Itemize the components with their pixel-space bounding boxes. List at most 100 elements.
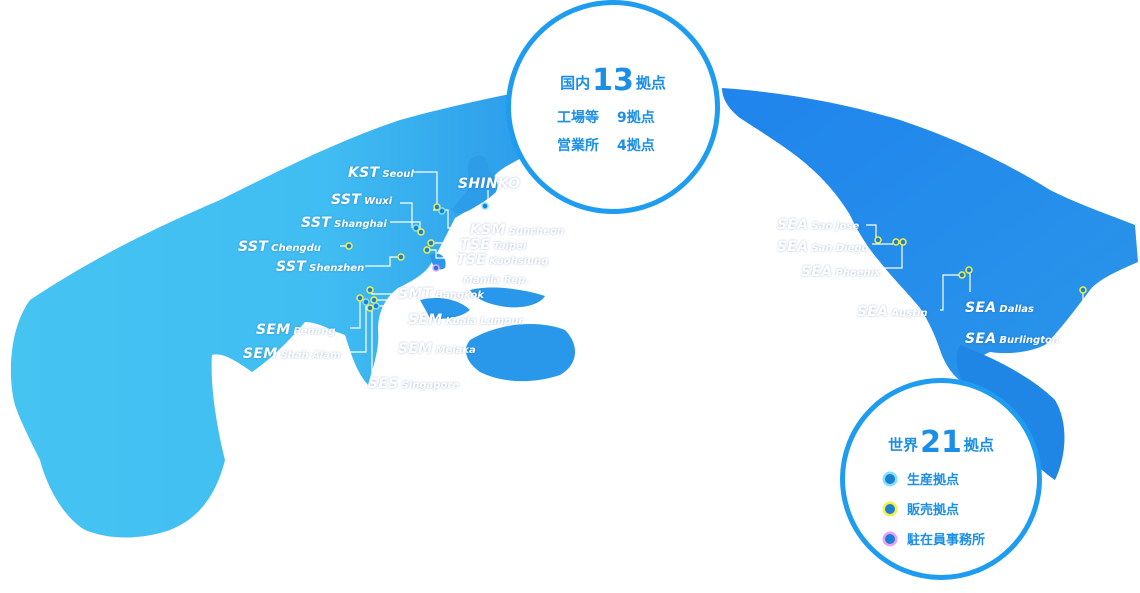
legend-office: 駐在員事務所 [885,529,985,548]
marker-shahalam [362,298,370,306]
legend-sales: 販売拠点 [885,499,959,518]
marker-austin [958,271,966,279]
marker-bangkok [366,286,374,294]
marker-sandiego [892,238,900,246]
site-city: Taipei [493,241,527,252]
site-code: SEA [777,217,809,233]
site-city: Kuala Lumpur [445,316,524,327]
eurasia-landmass [10,90,535,538]
marker-shenzhen [397,253,405,261]
row-label: 工場等 [557,110,599,126]
site-code: SMT [398,286,433,302]
site-city: Penang [293,326,336,337]
site-city: Manila Rep. [463,275,529,286]
global-count: 21 [920,425,962,460]
site-code: SST [301,215,332,231]
domestic-row-factories: 工場等 9拠点 [557,107,655,127]
site-city: Melaka [435,345,476,356]
site-markers [345,202,1087,312]
north-america-landmass [722,88,1138,385]
marker-manila [432,264,440,272]
marker-chengdu [345,242,353,250]
site-city: Austin [891,308,928,319]
legend-label: 販売拠点 [907,503,960,518]
site-city: Singapore [401,380,460,391]
site-city: Shenzhen [309,263,365,274]
marker-penang [356,294,364,302]
legend-production: 生産拠点 [885,469,959,488]
row-label: 営業所 [557,138,599,154]
site-code: SST [276,259,307,275]
site-code: SEA [965,300,997,316]
site-code: SEM [408,312,443,328]
marker-wuxi [412,224,420,232]
marker-kl [370,296,378,304]
marker-taipei [427,239,435,247]
marker-shanghai [417,228,425,236]
australia-landmass [465,324,576,382]
site-city: San Diego [811,243,869,254]
site-city: Suncheon [508,226,565,237]
global-title-suffix: 拠点 [963,436,994,454]
marker-melaka [372,302,380,310]
site-city: Kaohsiung [489,256,549,267]
japan-landmass [452,155,498,214]
marker-kaohsiung [423,246,431,254]
legend-label: 駐在員事務所 [907,533,986,548]
row-value: 9拠点 [617,110,655,126]
site-code: SEA [965,331,997,347]
site-code: SHINKO [458,176,521,192]
row-value: 4拠点 [617,138,655,154]
production-dot-icon [885,473,895,484]
site-city: Shanghai [334,219,387,230]
site-code: SEM [243,346,278,362]
site-code: SEA [777,239,809,255]
site-city: Bangkok [435,290,484,301]
site-code: SEM [256,322,291,338]
site-code: TSE [456,252,487,268]
marker-shinko [481,202,489,210]
marker-dallas [965,266,973,274]
site-code: SEA [801,264,833,280]
site-code: SST [331,192,362,208]
domestic-count: 13 [592,63,634,98]
site-city: Seoul [382,169,414,180]
domestic-title-prefix: 国内 [560,74,591,92]
global-title-prefix: 世界 [888,436,919,454]
site-code: SST [238,239,269,255]
site-code: TSE [460,237,491,253]
sea-islands [420,253,545,319]
site-city: Chengdu [271,243,321,254]
sales-dot-icon [885,503,895,514]
site-city: Burlington [999,335,1059,346]
legend-label: 生産拠点 [907,473,960,488]
label-manila: Manila Rep. [460,270,529,286]
site-city: Dallas [999,304,1034,315]
domestic-title-suffix: 拠点 [635,74,666,92]
domestic-row-offices: 営業所 4拠点 [557,135,655,155]
marker-burlington [1079,286,1087,294]
site-city: San Jose [811,221,860,232]
marker-phoenix [899,238,907,246]
label-shinko: SHINKO [458,175,520,191]
